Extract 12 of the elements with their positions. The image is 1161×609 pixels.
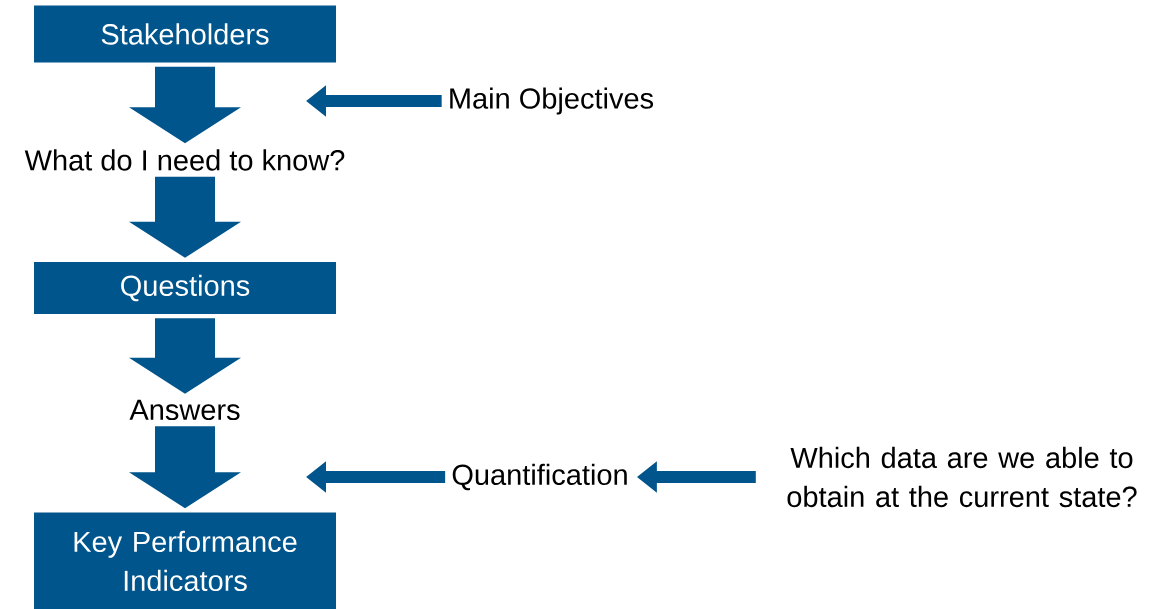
- process-box: Questions: [34, 262, 336, 314]
- process-box: Key Performance Indicators: [34, 512, 336, 609]
- step-text: Which data are we able to obtain at the current state?: [787, 446, 1137, 508]
- block-arrow: [129, 66, 241, 144]
- step-text: Answers: [129, 399, 240, 421]
- block-arrow: [129, 426, 241, 509]
- block-arrow: [129, 318, 241, 394]
- step-text: Quantification: [452, 463, 627, 491]
- step-text: Main Objectives: [450, 87, 654, 115]
- block-arrow: [129, 176, 241, 258]
- process-box: Stakeholders: [34, 5, 336, 63]
- step-text: What do I need to know?: [24, 149, 345, 171]
